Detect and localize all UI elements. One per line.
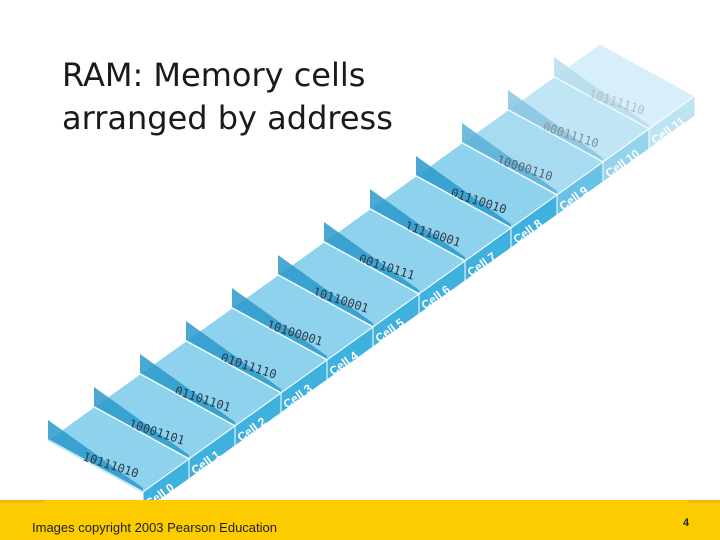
footer-bar: Images copyright 2003 Pearson Education … [0, 500, 720, 540]
cell-divider [324, 222, 419, 294]
title-line-2: arranged by address [62, 99, 393, 137]
page-number: 4 [683, 517, 690, 529]
cell-divider [554, 57, 649, 129]
footer-stripe-right [688, 500, 720, 503]
cell-divider [416, 156, 511, 228]
cell-divider [462, 123, 557, 195]
cell-divider [370, 189, 465, 261]
cell-divider [48, 420, 143, 492]
cell-divider [232, 288, 327, 360]
slide-title: RAM: Memory cells arranged by address [62, 54, 482, 140]
cell-divider [278, 255, 373, 327]
footer-stripe-left [0, 500, 44, 503]
cell-divider [94, 387, 189, 459]
cell-rim [47, 439, 144, 493]
copyright-text: Images copyright 2003 Pearson Education [32, 520, 277, 535]
cell-divider [186, 321, 281, 393]
cell-divider [140, 354, 235, 426]
title-line-1: RAM: Memory cells [62, 56, 366, 94]
cell-divider [508, 90, 603, 162]
